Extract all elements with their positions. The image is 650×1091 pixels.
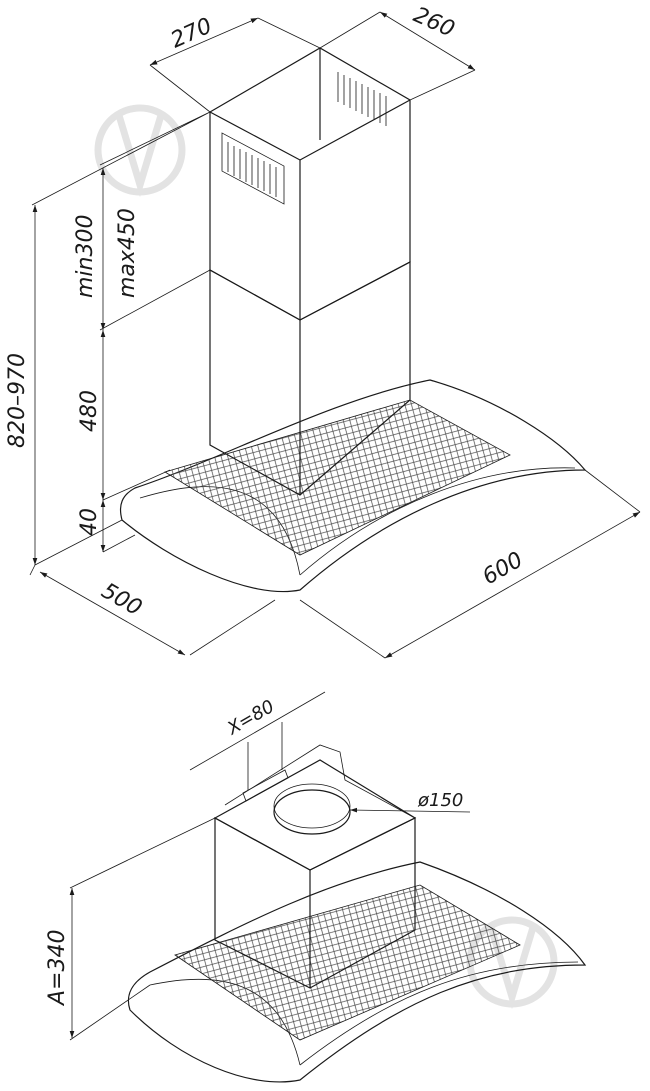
dim-outlet-diameter: ø150: [417, 790, 463, 811]
dim-lower-chimney: 480: [77, 390, 102, 432]
watermark-logo-top: [94, 104, 186, 198]
dim-outlet-offset: X=80: [223, 696, 278, 740]
hood-top-view: 270 260 820–970 min300 max450 480 40 500…: [5, 3, 641, 659]
glass-canopy: [119, 379, 587, 593]
dim-canopy-height: 40: [77, 508, 102, 536]
hood-bottom-view: X=80 ø150 A=340: [45, 691, 587, 1083]
vent-slots-left: [221, 132, 285, 205]
dim-chimney-min: min300: [73, 215, 98, 298]
dim-chimney-max: max450: [115, 208, 140, 298]
vent-slots-right: [337, 72, 387, 126]
dim-chimney-width: 270: [167, 14, 216, 54]
dim-width: 600: [479, 548, 528, 591]
air-outlet: [273, 789, 351, 835]
glass-canopy-lower: [127, 861, 587, 1083]
dim-depth: 500: [97, 579, 146, 622]
dim-total-height: 820–970: [5, 353, 30, 448]
upper-chimney: [209, 47, 411, 321]
dim-chimney-depth: 260: [410, 3, 459, 43]
grease-filter-mesh-lower: [174, 884, 521, 1041]
grease-filter-mesh: [164, 399, 511, 556]
dim-height-a: A=340: [45, 930, 70, 1007]
